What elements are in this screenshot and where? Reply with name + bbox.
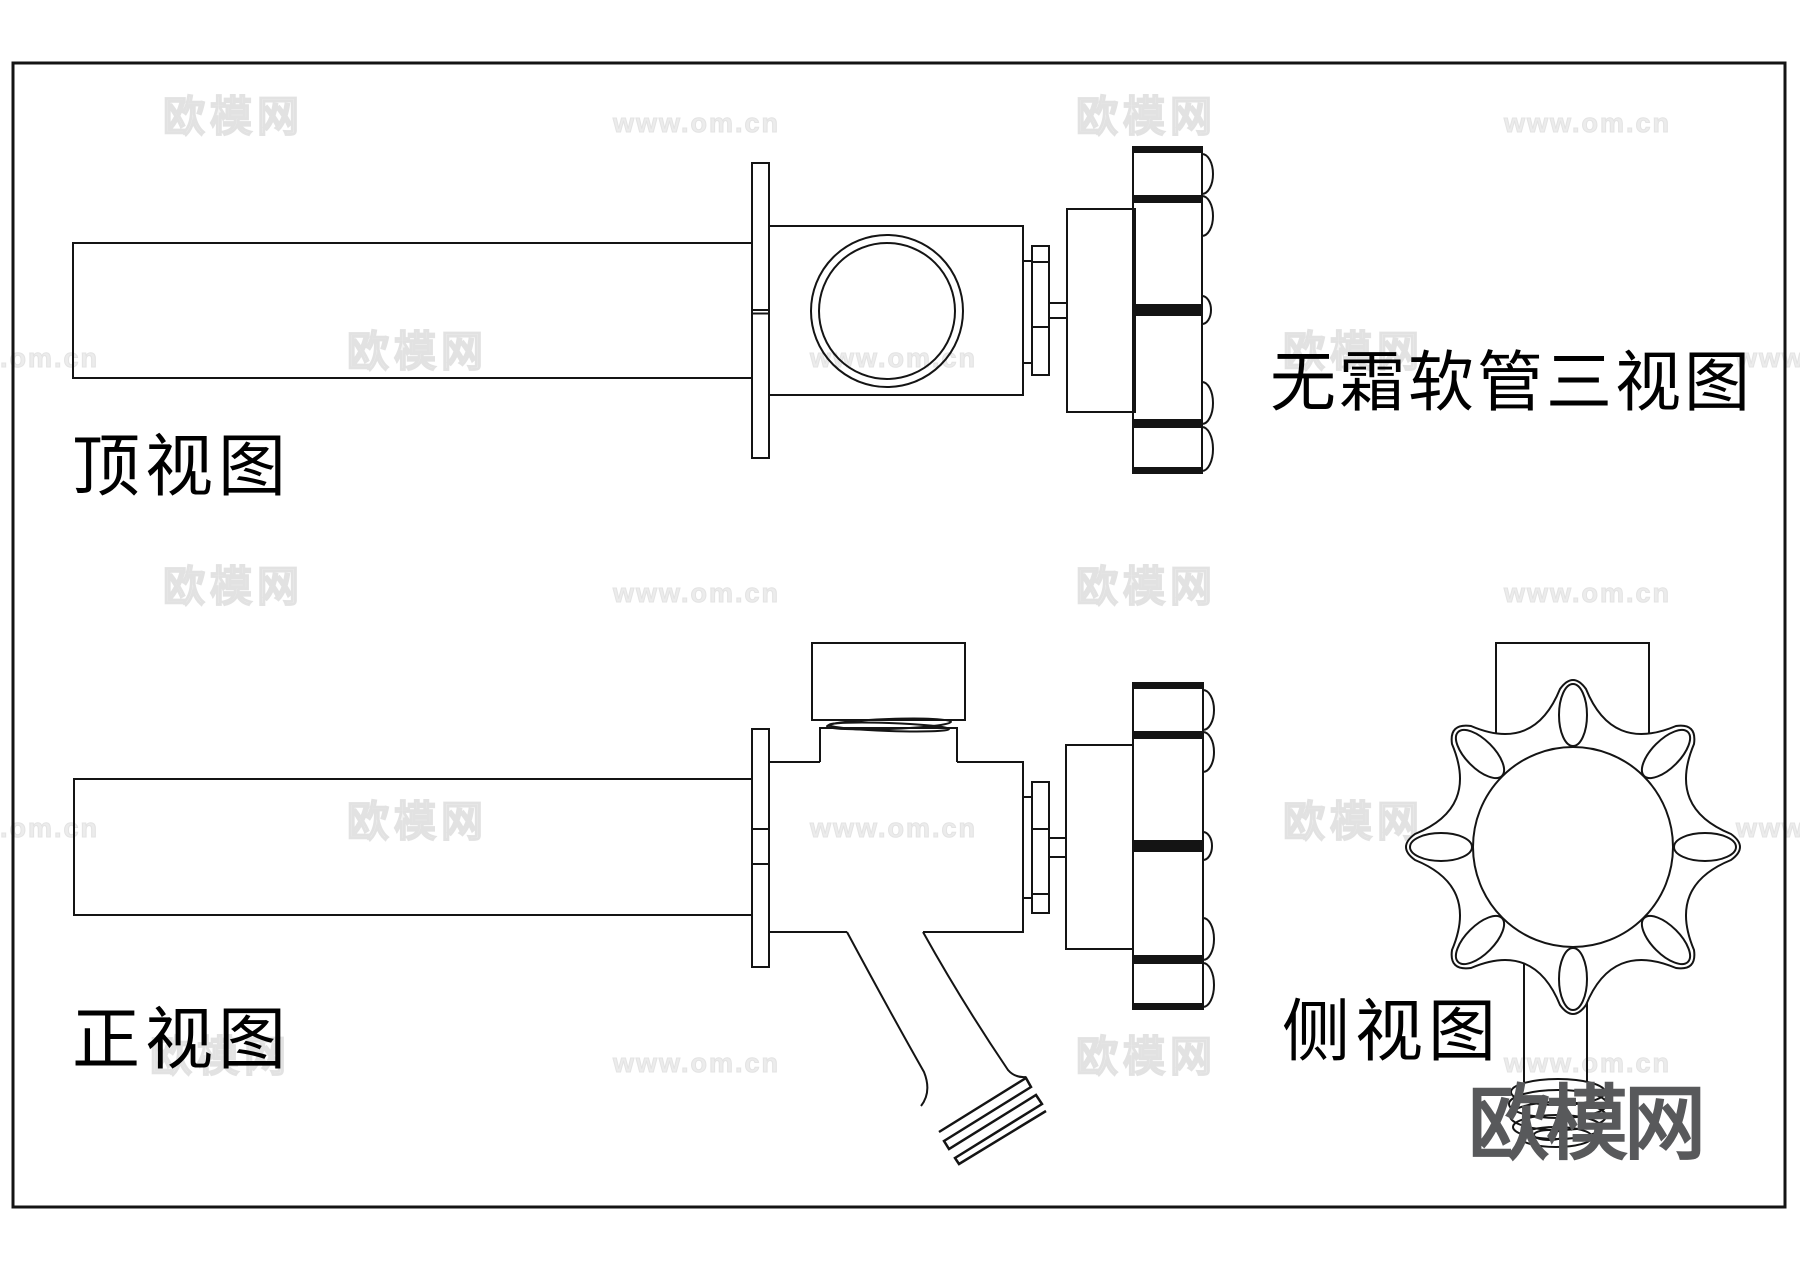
front-supply-pipe (73, 778, 753, 916)
top-view-label: 顶视图 (72, 429, 292, 505)
handwheel-groove (1133, 195, 1202, 203)
watermark-site: www.om.cn (612, 578, 781, 608)
front-valve-body (768, 761, 1024, 933)
front-handle-hub (1065, 744, 1134, 950)
top-supply-pipe (72, 242, 753, 379)
watermark-site: www.om.cn (612, 108, 781, 138)
top-port-outer-circle (810, 234, 964, 388)
top-view-drawing (72, 146, 1214, 474)
handwheel-groove (1133, 467, 1202, 473)
brand-logo: 欧模网 (1468, 1079, 1706, 1170)
front-view-label: 正视图 (72, 1002, 292, 1078)
watermark-site: www.om.cn (1735, 343, 1800, 373)
handwheel-groove (1133, 955, 1203, 964)
watermark-brand: 欧模网 (1282, 328, 1425, 375)
top-plate-seams (752, 309, 769, 315)
top-handwheel-profile (1132, 146, 1214, 474)
top-handle-hub (1066, 208, 1136, 413)
watermark-brand: 欧模网 (162, 563, 305, 610)
side-view-label: 侧视图 (1282, 994, 1502, 1070)
drawing-title: 无霜软管三视图 (1270, 347, 1753, 420)
handwheel-lobe (1558, 947, 1588, 1011)
watermark-site: www.om.cn (1503, 108, 1672, 138)
front-bonnet-cap (811, 642, 966, 721)
watermark-brand: 欧模网 (346, 328, 489, 375)
top-bonnet-collar (1031, 245, 1050, 376)
watermark-brand: 欧模网 (1075, 1033, 1218, 1080)
front-collar-seams (1032, 828, 1049, 895)
handwheel-groove (1133, 147, 1202, 153)
top-stem-stub (1048, 302, 1068, 319)
watermark-brand: 欧模网 (1282, 798, 1425, 845)
front-plate-seams (752, 828, 769, 865)
front-handwheel-profile (1132, 682, 1215, 1010)
watermark-brand: 欧模网 (346, 798, 489, 845)
top-port-inner-circle (818, 242, 956, 380)
watermark-site: www.om.cn (0, 813, 100, 843)
front-stem-step (1023, 796, 1032, 899)
handwheel-groove (1133, 731, 1203, 739)
front-cap-seal (828, 721, 950, 733)
handwheel-groove (1133, 304, 1202, 316)
handwheel-groove (1133, 419, 1202, 428)
front-neck (819, 727, 958, 762)
side-handwheel-hub-circle (1472, 746, 1674, 948)
watermark-brand: 欧模网 (1075, 563, 1218, 610)
handwheel-lobe-bumps (1201, 153, 1214, 472)
handwheel-lobe (1673, 832, 1737, 862)
handwheel-groove (1133, 840, 1203, 852)
watermark-site: www.om.cn (612, 1048, 781, 1078)
handwheel-lobe (1558, 683, 1588, 747)
watermark-brand: 欧模网 (149, 1033, 292, 1080)
handwheel-lobe-bumps (1202, 689, 1215, 1008)
sheet-border (11, 61, 1787, 1209)
front-spout-threads (938, 1076, 1047, 1166)
front-mounting-plate (751, 728, 770, 968)
watermark-site: www.om.cn (1735, 813, 1800, 843)
handwheel-lobe (1409, 832, 1473, 862)
watermark-brand: 欧模网 (162, 93, 305, 140)
front-stem-stub (1048, 837, 1067, 858)
front-spout-left-edge (846, 931, 929, 1107)
watermark-site: www.om.cn (1503, 578, 1672, 608)
front-view-drawing (73, 642, 1215, 1166)
top-valve-body (768, 225, 1024, 396)
side-thread-coil (1508, 1078, 1608, 1148)
watermark-site: www.om.cn (809, 813, 978, 843)
handwheel-groove (1133, 1003, 1203, 1009)
top-collar-seams (1032, 261, 1049, 328)
watermark-site: www.om.cn (0, 343, 100, 373)
handwheel-groove (1133, 683, 1203, 689)
top-stem-step (1023, 260, 1032, 364)
side-view-drawing (1405, 642, 1741, 1148)
front-spout-right-edge (922, 931, 1027, 1079)
watermark-brand: 欧模网 (1075, 93, 1218, 140)
